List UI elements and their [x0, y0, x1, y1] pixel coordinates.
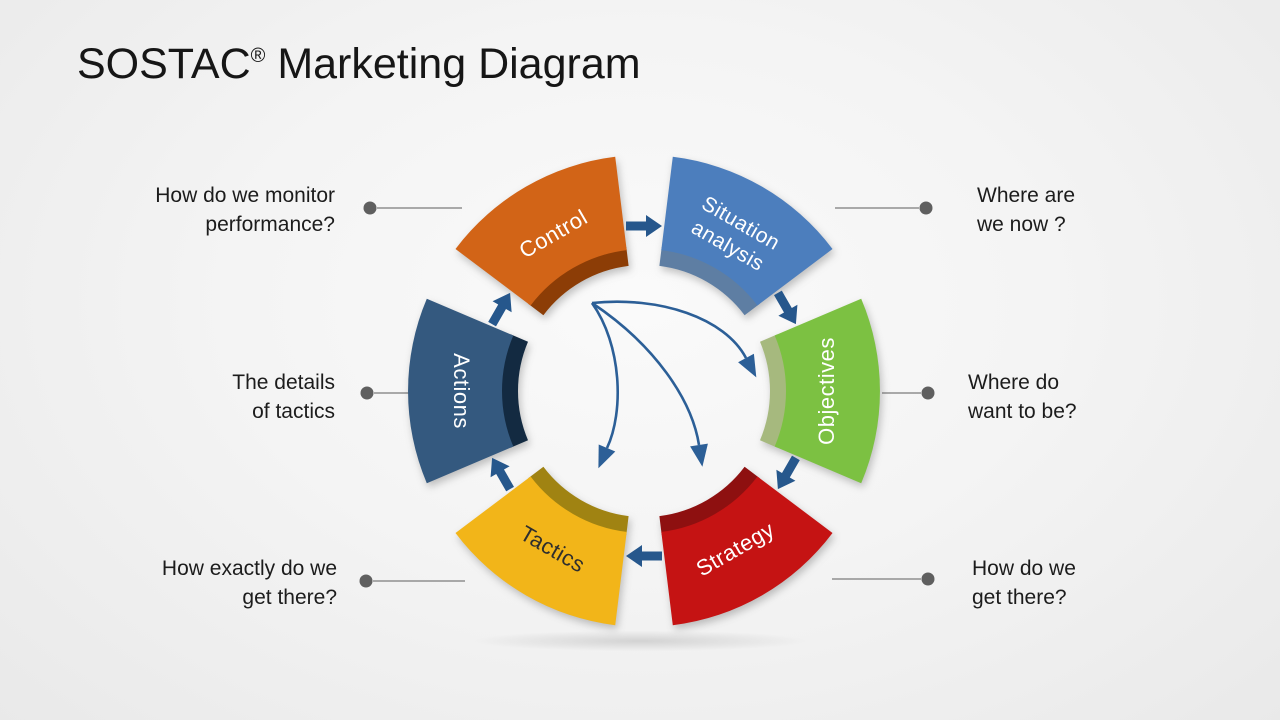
title-brand: SOSTAC — [77, 40, 251, 88]
center-curve-arrowhead-icon — [690, 443, 708, 467]
flow-arrow-icon — [626, 545, 662, 567]
annotation-how-do-we-get-there: How do we get there? — [972, 554, 1076, 612]
segment-face-objectives — [774, 298, 880, 484]
flow-arrow-icon — [626, 215, 662, 237]
annotation-line: get there? — [972, 586, 1067, 609]
registered-mark-icon: ® — [250, 45, 266, 67]
diagram-floor-shadow — [400, 626, 880, 656]
center-curve-arrow-icon — [591, 301, 701, 446]
segment-objectives: Objectives — [760, 298, 880, 484]
page-title: SOSTAC® Marketing Diagram — [77, 40, 641, 89]
center-curve-arrow-icon — [590, 302, 619, 449]
segment-edge-actions — [498, 334, 528, 448]
annotation-monitor-performance: How do we monitor performance? — [155, 181, 335, 239]
annotation-line: performance? — [205, 213, 335, 236]
center-curve-arrow-icon — [591, 300, 748, 359]
annotation-how-exactly-get-there: How exactly do we get there? — [162, 554, 337, 612]
flow-arrow-icon — [776, 455, 800, 490]
annotation-line: How exactly do we — [161, 557, 337, 580]
segment-situation-analysis: Situationanalysis — [659, 156, 833, 316]
flow-arrow-icon — [488, 292, 512, 327]
segment-edge-situation-analysis — [659, 247, 760, 316]
connector-dot — [919, 201, 933, 215]
center-curve-arrowhead-icon — [738, 353, 757, 378]
annotation-line: How do we — [972, 557, 1076, 580]
title-rest: Marketing Diagram — [265, 40, 641, 88]
segment-control: Control — [455, 156, 629, 316]
annotation-line: Where do — [968, 371, 1060, 394]
segment-face-strategy — [661, 476, 833, 626]
segment-face-tactics — [455, 476, 627, 626]
segment-face-control — [455, 156, 627, 306]
connector-dot — [921, 572, 935, 586]
segment-strategy: Strategy — [659, 466, 833, 626]
flow-arrow-icon — [774, 290, 798, 325]
segment-actions: Actions — [408, 298, 528, 484]
annotation-line: we now ? — [977, 213, 1066, 236]
flow-arrow-icon — [490, 457, 514, 492]
annotation-where-do-want-to-be: Where do want to be? — [968, 368, 1077, 426]
segment-edge-control — [528, 247, 629, 316]
segment-face-actions — [408, 298, 514, 484]
segment-edge-tactics — [528, 466, 629, 535]
annotation-where-are-we-now: Where are we now ? — [977, 181, 1075, 239]
annotation-details-of-tactics: The details of tactics — [232, 368, 335, 426]
connector-dot — [363, 201, 377, 215]
segment-label-actions: Actions — [449, 353, 474, 429]
annotation-line: want to be? — [968, 400, 1077, 423]
segment-tactics: Tactics — [455, 466, 629, 626]
segment-face-situation-analysis — [661, 156, 833, 306]
segment-edge-strategy — [659, 466, 760, 535]
annotation-line: How do we monitor — [155, 184, 335, 207]
center-curve-arrowhead-icon — [598, 444, 616, 469]
annotation-line: Where are — [977, 184, 1076, 207]
segment-edge-objectives — [760, 334, 790, 448]
connector-dot — [360, 386, 374, 400]
annotation-line: of tactics — [252, 400, 335, 423]
connector-dot — [359, 574, 373, 588]
segment-label-objectives: Objectives — [814, 337, 839, 445]
connector-dot — [921, 386, 935, 400]
annotation-line: get there? — [242, 586, 337, 609]
annotation-line: The details — [232, 371, 335, 394]
